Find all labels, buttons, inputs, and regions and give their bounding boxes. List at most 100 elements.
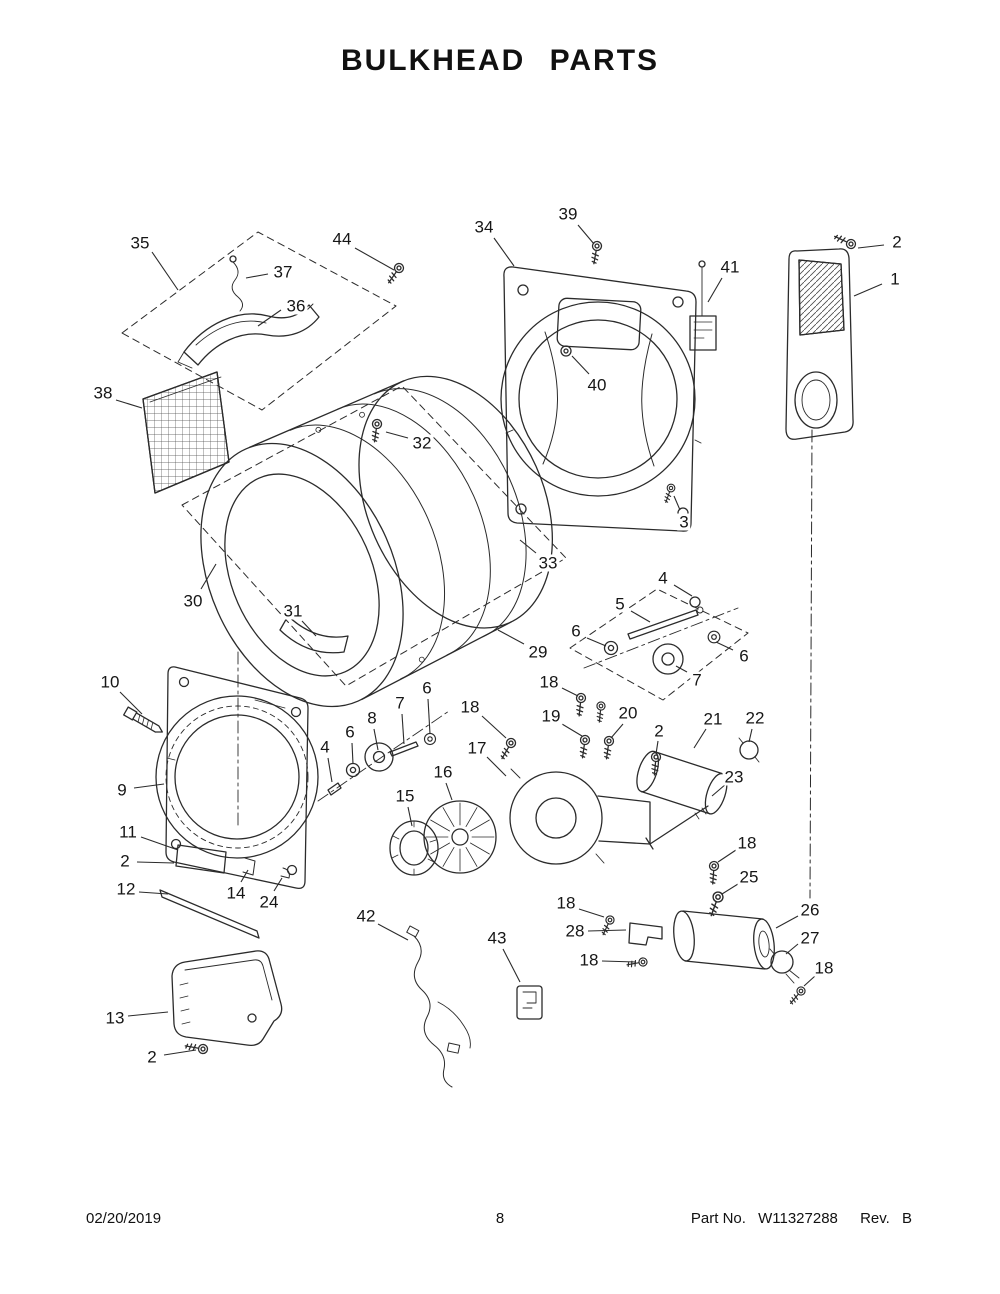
callout-42: 42 <box>354 906 378 926</box>
callout-2: 2 <box>145 1047 159 1067</box>
leader-line-1 <box>853 283 883 297</box>
lint-screen <box>142 371 230 494</box>
leader-line-13 <box>127 1011 169 1017</box>
callout-13: 13 <box>103 1008 127 1028</box>
rear-bulkhead <box>500 266 702 532</box>
callout-4: 4 <box>318 737 332 757</box>
callout-18: 18 <box>554 893 578 913</box>
callout-29: 29 <box>526 642 550 662</box>
callout-36: 36 <box>284 296 308 316</box>
callout-44: 44 <box>330 229 354 249</box>
heater-element <box>673 910 775 970</box>
callout-18: 18 <box>812 958 836 978</box>
leader-line-24 <box>273 877 283 892</box>
leader-line-6 <box>351 742 354 765</box>
callout-12: 12 <box>114 879 138 899</box>
footer-part-number: W11327288 <box>758 1210 838 1227</box>
leader-line-21 <box>693 728 707 749</box>
callout-43: 43 <box>485 928 509 948</box>
leader-line-16 <box>445 782 453 801</box>
callout-32: 32 <box>410 433 434 453</box>
heater-end-cap <box>769 948 800 984</box>
callout-7: 7 <box>393 693 407 713</box>
lint-chute <box>171 950 283 1047</box>
callout-6: 6 <box>343 722 357 742</box>
leader-line-28 <box>587 929 627 932</box>
leader-line-44 <box>354 247 395 271</box>
callout-6: 6 <box>569 621 583 641</box>
callout-27: 27 <box>798 928 822 948</box>
callout-20: 20 <box>616 703 640 723</box>
screw-40 <box>560 345 572 357</box>
callout-6: 6 <box>420 678 434 698</box>
callout-4: 4 <box>656 568 670 588</box>
right-roller-parts <box>603 596 721 675</box>
leader-line-25 <box>721 883 739 895</box>
callout-18: 18 <box>577 950 601 970</box>
wire-harness <box>406 925 471 1088</box>
blower-wheel <box>423 800 497 874</box>
long-screw-23 <box>645 805 709 850</box>
callout-25: 25 <box>737 867 761 887</box>
leader-line-11 <box>140 836 179 851</box>
leader-line-5 <box>630 610 651 623</box>
leader-line-36 <box>257 309 282 327</box>
leader-line-35 <box>151 251 179 291</box>
callout-37: 37 <box>271 262 295 282</box>
callout-8: 8 <box>365 708 379 728</box>
callout-11: 11 <box>117 822 139 842</box>
callout-5: 5 <box>613 594 627 614</box>
callout-2: 2 <box>118 851 132 871</box>
callout-15: 15 <box>393 786 417 806</box>
drum <box>200 375 553 708</box>
callout-38: 38 <box>91 383 115 403</box>
callout-23: 23 <box>722 767 746 787</box>
leader-line-31 <box>301 620 317 637</box>
dashed-zone-roller <box>569 588 749 701</box>
leader-line-39 <box>577 224 595 245</box>
shoulder-bolt <box>123 706 163 733</box>
leader-line-4 <box>327 757 333 783</box>
leader-line-2 <box>136 861 175 864</box>
callout-41: 41 <box>718 257 742 277</box>
callout-3: 3 <box>677 512 691 532</box>
leader-line-14 <box>240 869 249 883</box>
leader-line-18 <box>717 849 737 863</box>
callout-35: 35 <box>128 233 152 253</box>
leader-line-10 <box>119 691 143 715</box>
thermal-bracket <box>689 260 717 351</box>
leader-line-18 <box>578 908 605 918</box>
footer-rev-value: B <box>901 1210 912 1227</box>
leader-line-42 <box>377 923 409 941</box>
leader-line-9 <box>133 783 165 789</box>
leader-line-22 <box>748 728 753 743</box>
leader-line-37 <box>245 273 269 279</box>
axis-line <box>583 607 739 669</box>
bracket-11 <box>175 844 227 874</box>
footer-part-info: Part No. W11327288 Rev. B <box>691 1210 912 1227</box>
leader-line-2 <box>163 1049 197 1056</box>
callout-40: 40 <box>585 375 609 395</box>
leader-line-18 <box>481 715 507 739</box>
footer-date: 02/20/2019 <box>86 1210 162 1227</box>
leader-line-7 <box>401 713 405 745</box>
callout-6: 6 <box>737 646 751 666</box>
callout-39: 39 <box>556 204 580 224</box>
callout-9: 9 <box>115 780 129 800</box>
callout-31: 31 <box>281 601 305 621</box>
page-title: BULKHEAD PARTS <box>340 44 660 77</box>
baffle-31 <box>279 615 349 654</box>
footer-part-label: Part No. <box>690 1210 746 1227</box>
callout-2: 2 <box>890 232 904 252</box>
footer-rev-label: Rev. <box>860 1210 890 1227</box>
side-panel <box>785 248 854 440</box>
leader-line-40 <box>571 355 590 375</box>
dashed-zone-top-left <box>121 231 397 411</box>
leader-line-43 <box>502 948 521 983</box>
clips-14-24 <box>242 857 290 879</box>
leader-line-23 <box>711 783 727 797</box>
leader-line-34 <box>493 237 515 267</box>
